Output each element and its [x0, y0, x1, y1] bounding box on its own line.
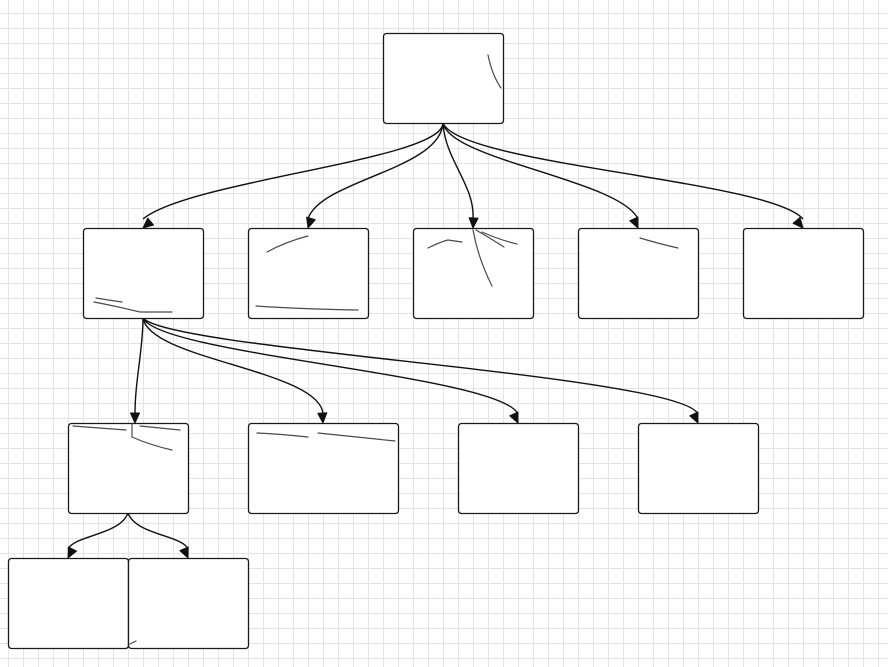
arrowhead-grandchild-3 — [509, 411, 519, 424]
tree-node-grandchild-4[interactable] — [637, 422, 760, 515]
tree-node-great-grandchild-1[interactable] — [7, 557, 130, 650]
arrowhead-grandchild-4 — [689, 411, 699, 424]
tree-node-grandchild-3[interactable] — [457, 422, 580, 515]
node-box-great-grandchild-2[interactable] — [127, 557, 250, 650]
sketch-mark-great-grandchild-2-15 — [129, 640, 137, 645]
edge-root-to-child-4 — [442, 122, 639, 220]
node-box-great-grandchild-1[interactable] — [7, 557, 130, 650]
arrowhead-child-3 — [468, 217, 479, 229]
sketch-mark-child-1-2 — [93, 301, 173, 313]
tree-node-child-5[interactable] — [742, 227, 865, 320]
sketch-mark-child-3-7 — [481, 231, 518, 245]
node-box-child-5[interactable] — [742, 227, 865, 320]
edge-child-1-to-grandchild-4 — [142, 317, 699, 415]
sketch-mark-child-2-4 — [255, 305, 359, 311]
edge-child-1-to-grandchild-3 — [142, 317, 519, 415]
sketch-mark-child-1-1 — [95, 297, 123, 303]
tree-node-child-4[interactable] — [577, 227, 700, 320]
sketch-mark-child-3-6 — [475, 229, 505, 248]
arrowhead-child-5 — [792, 216, 804, 229]
tree-node-child-3[interactable] — [412, 227, 535, 320]
tree-node-child-1[interactable] — [82, 227, 205, 320]
edge-grandchild-1-to-great-grandchild-2 — [127, 512, 189, 550]
sketch-mark-root-0 — [487, 54, 502, 89]
sketch-mark-grandchild-2-14 — [317, 432, 396, 442]
arrowhead-child-2 — [306, 216, 316, 229]
node-box-grandchild-3[interactable] — [457, 422, 580, 515]
tree-node-grandchild-2[interactable] — [247, 422, 400, 515]
sketch-mark-grandchild-2-13 — [256, 432, 309, 438]
edge-root-to-child-5 — [442, 122, 804, 220]
node-box-grandchild-1[interactable] — [67, 422, 190, 515]
edge-child-1-to-grandchild-1 — [134, 317, 144, 415]
node-box-grandchild-2[interactable] — [247, 422, 400, 515]
node-box-child-2[interactable] — [247, 227, 370, 320]
edge-root-to-child-3 — [442, 122, 474, 220]
arrowhead-child-4 — [629, 216, 639, 229]
tree-node-grandchild-1[interactable] — [67, 422, 190, 515]
arrowhead-child-1 — [142, 217, 155, 229]
sketch-mark-grandchild-1-12 — [131, 423, 173, 451]
node-box-root[interactable] — [382, 32, 505, 125]
arrowhead-great-grandchild-1 — [67, 546, 77, 559]
edges-layer — [67, 122, 804, 559]
arrowhead-grandchild-2 — [317, 412, 328, 424]
sketch-mark-grandchild-1-10 — [72, 425, 127, 431]
arrowhead-grandchild-1 — [130, 412, 140, 424]
sketch-marks-layer — [72, 54, 679, 645]
arrowhead-great-grandchild-2 — [179, 546, 189, 559]
node-box-child-1[interactable] — [82, 227, 205, 320]
node-box-child-3[interactable] — [412, 227, 535, 320]
sketch-mark-child-3-8 — [472, 229, 493, 287]
edge-root-to-child-2 — [307, 122, 444, 220]
tree-node-child-2[interactable] — [247, 227, 370, 320]
node-box-grandchild-4[interactable] — [637, 422, 760, 515]
tree-node-root[interactable] — [382, 32, 505, 125]
nodes-layer — [7, 32, 865, 650]
sketch-mark-child-2-3 — [266, 235, 309, 253]
sketch-mark-child-4-9 — [639, 237, 679, 249]
edge-root-to-child-1 — [142, 122, 444, 220]
node-box-child-4[interactable] — [577, 227, 700, 320]
sketch-mark-child-3-5 — [427, 239, 463, 249]
edge-grandchild-1-to-great-grandchild-1 — [67, 512, 129, 550]
edge-child-1-to-grandchild-2 — [142, 317, 324, 415]
sketch-mark-grandchild-1-11 — [139, 425, 181, 431]
tree-node-great-grandchild-2[interactable] — [127, 557, 250, 650]
